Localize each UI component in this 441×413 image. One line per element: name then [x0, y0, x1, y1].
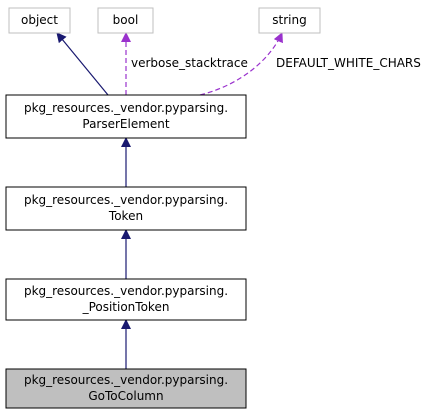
- node-parser-element-line1: pkg_resources._vendor.pyparsing.: [24, 101, 228, 115]
- node-token-line1: pkg_resources._vendor.pyparsing.: [24, 193, 228, 207]
- edge-label-verbose-stacktrace: verbose_stacktrace: [131, 56, 248, 70]
- node-token-line2: Token: [108, 209, 143, 223]
- edges: verbose_stacktrace DEFAULT_WHITE_CHARS: [56, 32, 421, 369]
- edge-parserelement-to-string: [199, 32, 283, 96]
- node-string[interactable]: string: [258, 7, 321, 34]
- node-parser-element[interactable]: pkg_resources._vendor.pyparsing. ParserE…: [5, 94, 247, 139]
- node-position-token[interactable]: pkg_resources._vendor.pyparsing. _Positi…: [5, 278, 247, 321]
- node-object-label: object: [21, 13, 58, 27]
- node-token[interactable]: pkg_resources._vendor.pyparsing. Token: [5, 186, 247, 231]
- node-goto-column[interactable]: pkg_resources._vendor.pyparsing. GoToCol…: [5, 368, 247, 409]
- node-parser-element-line2: ParserElement: [82, 117, 170, 131]
- node-goto-column-line1: pkg_resources._vendor.pyparsing.: [24, 373, 228, 387]
- node-position-token-line2: _PositionToken: [82, 300, 170, 314]
- edge-label-default-white-chars: DEFAULT_WHITE_CHARS: [276, 56, 421, 70]
- node-goto-column-line2: GoToColumn: [88, 389, 163, 403]
- node-position-token-line1: pkg_resources._vendor.pyparsing.: [24, 284, 228, 298]
- node-object[interactable]: object: [8, 7, 71, 34]
- node-bool-label: bool: [113, 13, 139, 27]
- edge-parserelement-to-object: [56, 32, 109, 96]
- node-bool[interactable]: bool: [97, 7, 154, 34]
- node-string-label: string: [272, 13, 306, 27]
